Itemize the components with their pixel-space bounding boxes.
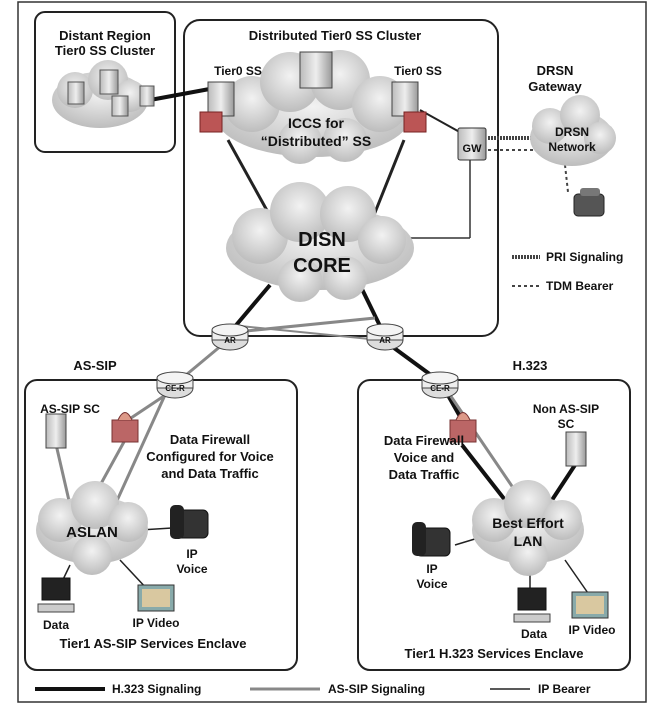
tier0-right-server-icon [391,81,427,133]
pri-signaling-label: PRI Signaling [546,250,623,264]
tier0-right-label: Tier0 SS [394,64,442,78]
ip-video-left-icon [137,584,175,612]
drsn-network-cloud [530,95,616,166]
disn-core-cloud [226,182,414,302]
data-pc-right-icon [513,587,551,623]
best-effort-label-2: LAN [514,533,543,549]
drsn-gateway-label-1: DRSN [537,63,574,78]
tdm-bearer-label: TDM Bearer [546,279,614,293]
data-pc-left-icon [37,577,75,613]
non-assip-label-1: Non AS-SIP [533,402,599,416]
drsn-gateway-label-2: Gateway [528,79,582,94]
disn-label-1: DISN [298,229,346,251]
fw-left-label-3: and Data Traffic [161,466,259,481]
aslan-cloud [36,481,148,575]
legend-h323-label: H.323 Signaling [112,682,201,696]
fw-left-label-2: Configured for Voice [146,449,274,464]
h323-enclave-box [357,379,631,671]
ip-voice-right-label-2: Voice [416,577,447,591]
assip-sc-label: AS-SIP SC [40,402,100,416]
ip-video-right-icon [571,591,609,619]
ip-voice-right-label-1: IP [426,562,437,576]
ip-phone-right-icon [412,522,451,557]
firewall-right-icon [449,412,477,443]
non-assip-label-2: SC [558,417,575,431]
gw-icon [457,127,487,161]
disn-label-2: CORE [293,255,351,277]
h323-section-label: H.323 [513,358,548,373]
enclave-left-label: Tier1 AS-SIP Services Enclave [60,636,247,651]
best-effort-label-1: Best Effort [492,515,564,531]
fw-left-label-1: Data Firewall [170,432,250,447]
ip-video-right-label: IP Video [569,623,616,637]
cer-right-label: CE-R [430,384,450,393]
ip-video-left-label: IP Video [133,616,180,630]
distributed-cluster-label: Distributed Tier0 SS Cluster [249,28,421,43]
ar-left-label: AR [224,336,236,345]
ar-left-router-icon [211,323,249,351]
ip-voice-left-label-2: Voice [176,562,207,576]
outer-frame [17,1,647,703]
enclave-right-label: Tier1 H.323 Services Enclave [405,646,584,661]
non-assip-sc-server-icon [565,431,587,467]
cer-right-router-icon [421,371,459,399]
ar-right-router-icon [366,323,404,351]
firewall-left-icon [111,412,139,443]
as-sip-section-label: AS-SIP [73,358,117,373]
fw-right-label-3: Data Traffic [389,467,460,482]
best-effort-lan-cloud [472,480,584,576]
distant-region-label-1: Distant Region [59,28,151,43]
drsn-phone-icon [573,188,605,217]
fw-right-label-1: Data Firewall [384,433,464,448]
assip-sc-server-icon [45,413,67,449]
aslan-label: ASLAN [66,524,118,541]
ip-voice-left-label-1: IP [186,547,197,561]
tier0-left-server-icon [199,81,235,133]
drsn-network-label-2: Network [548,140,596,154]
gw-label: GW [463,143,483,155]
fw-right-label-2: Voice and [394,450,455,465]
data-left-label: Data [43,618,69,632]
data-right-label: Data [521,627,547,641]
legend-assip-label: AS-SIP Signaling [328,682,425,696]
distant-region-box [34,11,176,153]
connection-lines [53,67,591,597]
ar-right-label: AR [379,336,391,345]
center-server-icon [299,51,333,89]
iccs-label-2: “Distributed” SS [261,133,371,149]
cer-left-router-icon [156,371,194,399]
cer-left-label: CE-R [165,384,185,393]
key-swatches [35,255,540,691]
tier0-left-label: Tier0 SS [214,64,262,78]
distant-server-icons [67,69,155,117]
iccs-label-1: ICCS for [288,115,345,131]
distant-region-label-2: Tier0 SS Cluster [55,43,155,58]
ip-phone-left-icon [170,505,209,539]
legend-ipbearer-label: IP Bearer [538,682,591,696]
drsn-network-label-1: DRSN [555,125,589,139]
